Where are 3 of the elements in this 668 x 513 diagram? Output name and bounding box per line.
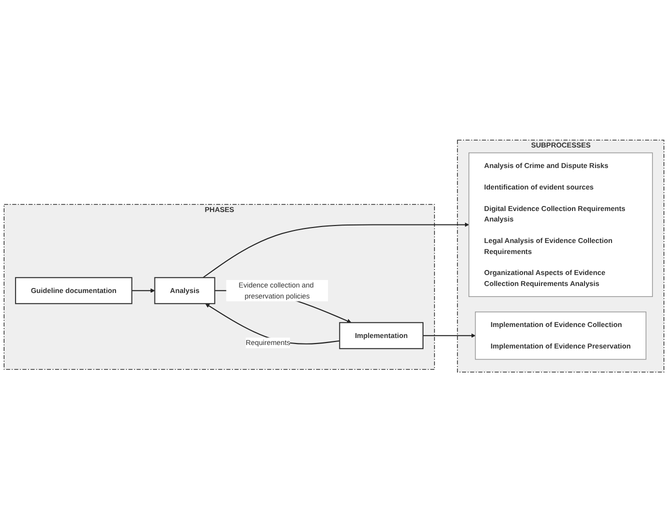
arrow <box>202 222 470 278</box>
arrow <box>132 288 155 294</box>
arrow <box>423 334 476 338</box>
